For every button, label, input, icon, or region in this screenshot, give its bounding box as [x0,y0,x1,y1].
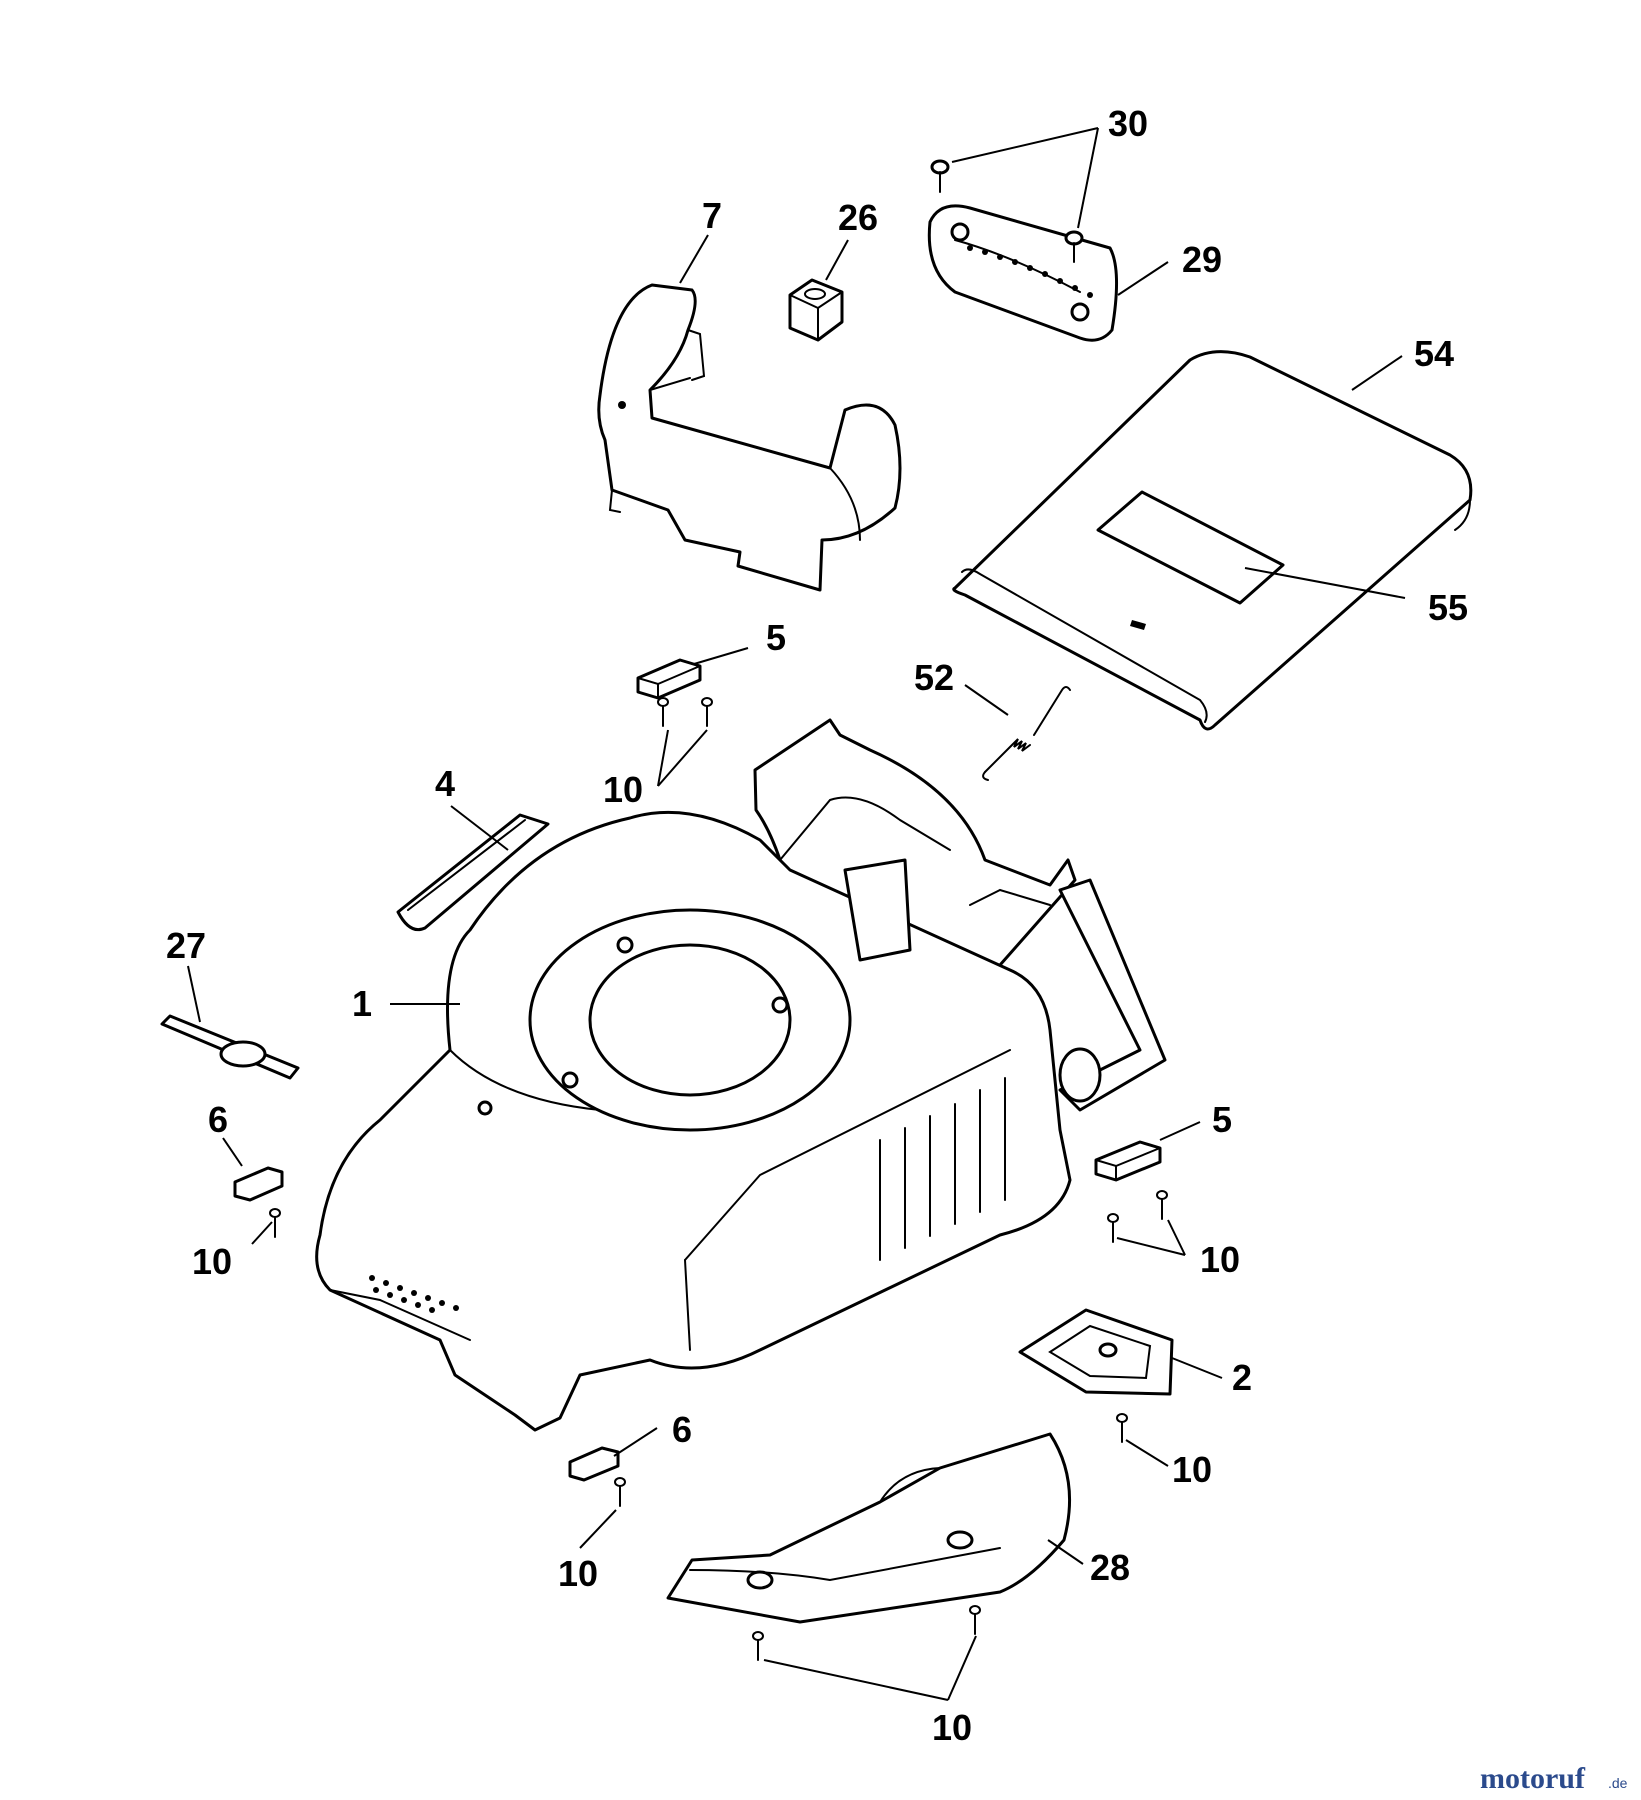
callout-26: 26 [838,197,878,238]
callout-52: 52 [914,657,954,698]
watermark-suffix: .de [1608,1775,1628,1791]
callout-55: 55 [1428,587,1468,628]
callout-10-lower-left: 10 [558,1553,598,1594]
part-7-rear-cover [597,283,902,592]
part-4-strip [396,813,550,932]
part-54-lid [952,350,1473,731]
part-5-clip-right [1094,1140,1162,1182]
part-27-badge [160,1014,300,1080]
callout-10-bottom: 10 [932,1707,972,1748]
callout-10-mid-right: 10 [1172,1449,1212,1490]
part-52-spring [982,686,1071,781]
callout-54: 54 [1414,333,1454,374]
callout-6-lower: 6 [672,1409,692,1450]
part-1-deck-housing [315,718,1167,1432]
watermark: motoruf .de [1480,1762,1628,1795]
part-30-screws [930,159,1084,263]
callout-labels: 30 7 26 29 54 55 5 52 4 10 27 1 6 10 5 1… [166,103,1468,1748]
part-26-block [788,278,844,342]
part-28-skirt [666,1432,1072,1624]
callout-10-left: 10 [192,1241,232,1282]
callout-10-upper: 10 [603,769,643,810]
part-29-handle [927,204,1118,342]
part-55-label [1096,490,1285,630]
callout-27: 27 [166,925,206,966]
callout-7: 7 [702,195,722,236]
callout-29: 29 [1182,239,1222,280]
callout-1: 1 [352,983,372,1024]
callout-30: 30 [1108,103,1148,144]
callout-28: 28 [1090,1547,1130,1588]
part-2-plate [1018,1308,1174,1396]
callout-2: 2 [1232,1357,1252,1398]
watermark-text: motoruf [1480,1762,1586,1795]
part-6-clip-left [233,1166,284,1202]
leader-lines [187,127,1406,1701]
callout-5-right: 5 [1212,1099,1232,1140]
callout-6-left: 6 [208,1099,228,1140]
part-5-clip-upper [636,658,702,700]
callout-5-upper: 5 [766,617,786,658]
callout-10-right: 10 [1200,1239,1240,1280]
part-10-screws [269,697,1168,1661]
part-6-clip-lower [568,1446,620,1482]
callout-4: 4 [435,763,455,804]
